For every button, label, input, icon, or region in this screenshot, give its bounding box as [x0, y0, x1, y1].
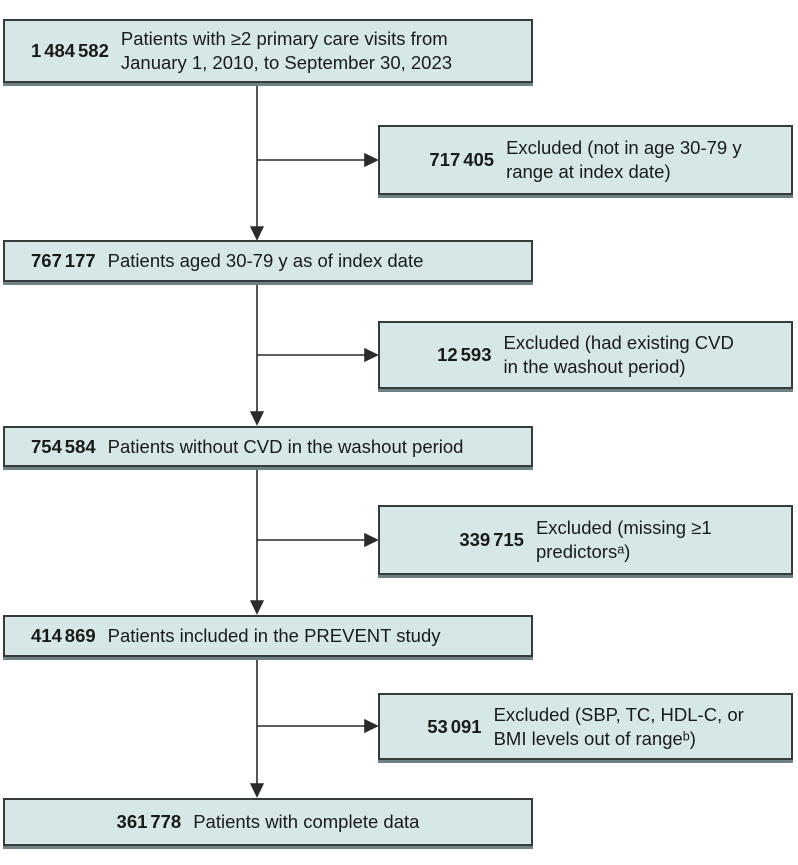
box-number: 754 584: [31, 435, 96, 457]
box-number: 1 484 582: [31, 40, 109, 61]
box-number: 12 593: [437, 344, 492, 365]
cohort-box-primary-care-visits: 1 484 582 Patients with ≥2 primary care …: [3, 19, 533, 83]
arrowhead-down-1-icon: [249, 226, 265, 241]
cohort-box-prevent-study: 414 869 Patients included in the PREVENT…: [3, 615, 533, 657]
box-number: 53 091: [427, 715, 482, 737]
box-text: Patients aged 30-79 y as of index date: [107, 250, 424, 271]
cohort-box-aged-30-79: 767 177 Patients aged 30-79 y as of inde…: [3, 240, 533, 282]
box-number: 361 778: [116, 811, 182, 832]
arrowhead-down-3-icon: [249, 600, 265, 615]
arrowhead-down-2-icon: [249, 411, 265, 426]
box-number: 767 177: [31, 250, 96, 271]
arrowhead-right-1-icon: [364, 152, 379, 168]
box-text: Excluded (SBP, TC, HDL-C, or BMI levels …: [493, 703, 744, 749]
box-text: Patients included in the PREVENT study: [107, 625, 441, 646]
arrowhead-right-4-icon: [364, 718, 379, 734]
box-text: Patients with ≥2 primary care visits fro…: [120, 28, 453, 73]
excluded-box-missing-predictors: 339 715 Excluded (missing ≥1 predictorsᵃ…: [378, 505, 793, 575]
box-text: Patients with complete data: [193, 811, 420, 832]
cohort-box-without-cvd: 754 584 Patients without CVD in the wash…: [3, 426, 533, 467]
box-text: Excluded (had existing CVD in the washou…: [503, 332, 734, 377]
box-text: Patients without CVD in the washout peri…: [107, 435, 464, 457]
box-text: Excluded (not in age 30-79 y range at in…: [506, 137, 742, 182]
box-text: Excluded (missing ≥1 predictorsᵃ): [535, 517, 712, 562]
excluded-box-levels-out-of-range: 53 091 Excluded (SBP, TC, HDL-C, or BMI …: [378, 693, 793, 760]
excluded-box-existing-cvd: 12 593 Excluded (had existing CVD in the…: [378, 321, 793, 389]
box-number: 414 869: [31, 625, 96, 646]
box-number: 717 405: [429, 149, 495, 170]
box-number: 339 715: [459, 529, 524, 550]
arrowhead-down-4-icon: [249, 783, 265, 798]
arrowhead-right-2-icon: [364, 347, 379, 363]
arrowhead-right-3-icon: [364, 532, 379, 548]
cohort-box-complete-data: 361 778 Patients with complete data: [3, 798, 533, 846]
excluded-box-age-range: 717 405 Excluded (not in age 30-79 y ran…: [378, 125, 793, 195]
